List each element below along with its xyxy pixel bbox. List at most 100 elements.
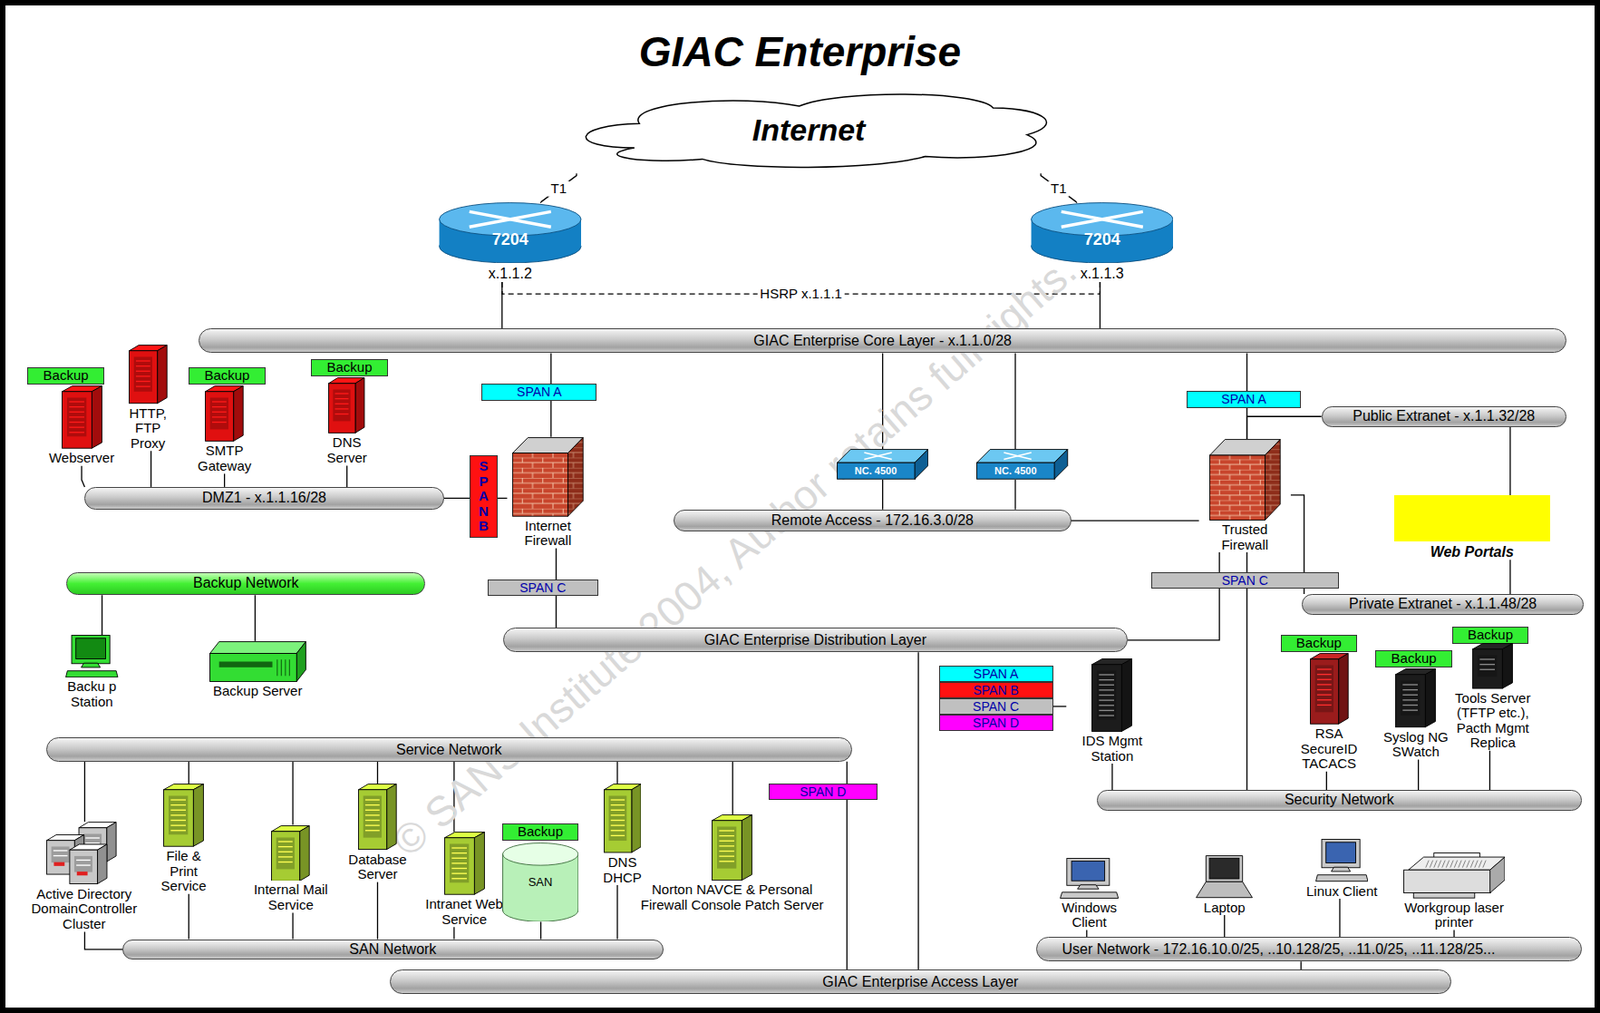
icon-part (289, 659, 291, 676)
backup-tag: Backup (189, 368, 264, 384)
device-label: Tools Server (TFTP etc.), Pacth Mgmt Rep… (1446, 688, 1539, 751)
network-link (1326, 771, 1328, 791)
icon-part (1099, 678, 1116, 680)
icon-part (209, 640, 306, 653)
network-link (1099, 281, 1101, 329)
icon-part (1206, 855, 1243, 883)
icon-part (1450, 860, 1454, 868)
network-band-label: Public Extranet - x.1.1.32/28 (1322, 407, 1566, 427)
device-label: DNS Server (310, 433, 383, 466)
span-port-label: SPAN C (488, 580, 598, 595)
icon-part (1054, 449, 1068, 480)
icon-part (278, 860, 293, 862)
icon-part (1317, 704, 1332, 706)
icon-part (1403, 688, 1419, 690)
network-link (1223, 914, 1225, 937)
network-link (223, 473, 225, 487)
icon-part (135, 376, 151, 378)
icon-part (68, 421, 85, 423)
icon-part (977, 449, 1068, 464)
network-link (1338, 898, 1340, 937)
network-band-label: Private Extranet - x.1.1.48/28 (1302, 594, 1583, 614)
server-icon (163, 783, 204, 847)
icon-part (284, 659, 286, 676)
icon-part (170, 824, 186, 826)
firewall: Trusted Firewall (1199, 438, 1291, 553)
icon-part (1209, 455, 1265, 520)
icon-part (718, 834, 735, 836)
ip-address: x.1.1.2 (438, 262, 582, 282)
server: DNS DHCP (591, 783, 654, 885)
icon-part (741, 814, 752, 881)
server: Syslog NG SWatch (1367, 668, 1465, 759)
icon-part (1066, 857, 1110, 885)
server: DNS Server (310, 377, 383, 466)
network-link (377, 882, 379, 940)
client-pc: Windows Client (1046, 857, 1134, 931)
device-label: Norton NAVCE & Personal Firewall Console… (627, 880, 837, 912)
icon-part (52, 854, 68, 856)
span-port-box: SPAN C (1151, 572, 1339, 589)
icon-part (1099, 698, 1116, 700)
device-label: DNS DHCP (591, 853, 654, 885)
icon-part (513, 452, 569, 516)
router-body: 7204 (1030, 202, 1174, 264)
icon-part (1317, 688, 1332, 690)
device-label: Internal Mail Service (234, 880, 348, 912)
icon-part (610, 819, 625, 821)
network-link (346, 465, 348, 487)
icon-part (170, 814, 186, 816)
network-band-label: GIAC Enterprise Core Layer - x.1.1.0/28 (199, 329, 1565, 352)
icon-part (1209, 858, 1240, 880)
icon-part (1317, 678, 1332, 680)
network-link (291, 911, 293, 939)
icon-part (610, 834, 625, 836)
backup-tag: Backup (503, 824, 578, 840)
icon-part (1480, 669, 1496, 670)
router-body: 7204 (438, 202, 582, 264)
icon-part (1403, 684, 1419, 686)
network-link (1071, 519, 1200, 521)
icon-part (451, 847, 467, 849)
firewall-icon (1209, 438, 1281, 521)
icon-part (68, 426, 85, 428)
server-icon (204, 385, 244, 442)
icon-part (1317, 694, 1332, 696)
server-icon (1309, 652, 1349, 725)
link-label: T1 (1047, 181, 1070, 197)
client-pc: Linux Client (1300, 838, 1383, 899)
printer-icon (1403, 852, 1506, 899)
server-icon (328, 377, 366, 434)
network-link (377, 761, 379, 785)
icon-part (610, 830, 625, 832)
icon-part (1314, 665, 1333, 713)
icon-part (74, 855, 93, 873)
device-label: RSA SecureID TACACS (1290, 724, 1368, 772)
device-label: HTTP, FTP Proxy (116, 404, 179, 452)
icon-part (1474, 860, 1478, 868)
network-link (1417, 759, 1419, 791)
icon-part (1480, 663, 1496, 665)
icon-part (170, 799, 186, 801)
span-port-label: SPAN D (769, 784, 877, 799)
icon-part (717, 826, 737, 869)
network-band: GIAC Enterprise Access Layer (389, 969, 1452, 994)
span-port-label: SPAN A (1187, 391, 1300, 408)
icon-part (135, 360, 151, 362)
icon-part (156, 345, 167, 404)
server: HTTP, FTP Proxy (116, 344, 179, 451)
icon-part (1099, 694, 1116, 696)
icon-part (1403, 698, 1419, 700)
icon-part (451, 877, 467, 879)
network-link (540, 921, 542, 939)
device-label: Laptop (1183, 898, 1266, 916)
network-band-label: Service Network (47, 737, 852, 761)
icon-part (451, 872, 467, 874)
icon-part (1396, 674, 1426, 728)
network-link (1086, 930, 1087, 938)
icon-part (1317, 684, 1332, 686)
icon-part (278, 850, 293, 852)
device-label: Syslog NG SWatch (1367, 727, 1465, 760)
icon-part (451, 857, 467, 859)
